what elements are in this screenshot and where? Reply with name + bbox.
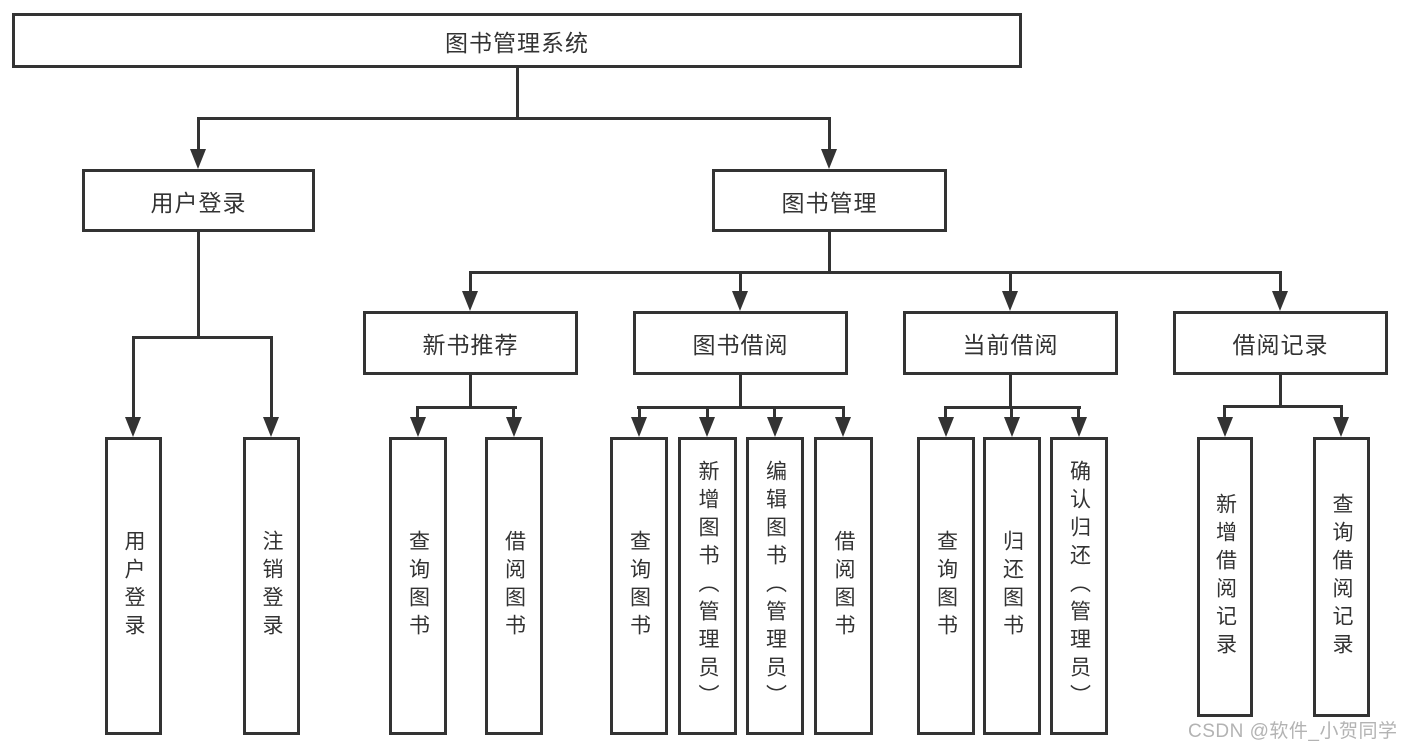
leaf-return-books: 归还图书 (983, 437, 1041, 735)
connector-stem (197, 232, 200, 339)
connector-stem (739, 375, 742, 409)
leaf-borrow-books: 借阅图书 (814, 437, 873, 735)
node-label: 当前借阅 (962, 332, 1059, 358)
connector-drop (1010, 406, 1013, 418)
connector-stem (1279, 375, 1282, 408)
leaf-query-books-current: 查询图书 (917, 437, 975, 735)
arrowhead-down-icon (410, 417, 426, 437)
node-label: 图书管理系统 (445, 29, 589, 56)
arrowhead-down-icon (1272, 291, 1288, 311)
leaf-label: 用户登录 (122, 530, 145, 642)
connector-drop (512, 406, 515, 418)
connector-stem (828, 232, 831, 274)
node-label: 图书管理 (781, 189, 878, 216)
connector-bar (637, 406, 845, 409)
node-label: 用户登录 (150, 189, 247, 216)
connector-drop (638, 406, 641, 418)
connector-bar (417, 406, 517, 409)
arrowhead-down-icon (767, 417, 783, 437)
connector-drop (944, 406, 947, 418)
node-label: 借阅记录 (1232, 332, 1329, 358)
leaf-borrow-books-recommend: 借阅图书 (485, 437, 543, 735)
connector-drop (773, 406, 776, 418)
arrowhead-down-icon (1333, 417, 1349, 437)
connector-drop (270, 336, 273, 418)
arrowhead-down-icon (938, 417, 954, 437)
leaf-label: 归还图书 (1000, 530, 1024, 642)
connector-drop (1340, 405, 1343, 418)
connector-bar (469, 271, 1282, 274)
leaf-add-books-admin: 新增图书（管理员） (678, 437, 737, 735)
leaf-logout: 注销登录 (243, 437, 300, 735)
node-book-borrowing: 图书借阅 (633, 311, 848, 375)
connector-drop (1279, 271, 1282, 294)
leaf-user-login: 用户登录 (105, 437, 162, 735)
connector-stem (469, 375, 472, 409)
arrowhead-down-icon (732, 291, 748, 311)
leaf-query-borrow-record: 查询借阅记录 (1313, 437, 1370, 717)
node-label: 图书借阅 (692, 332, 789, 358)
connector-bar (1223, 405, 1343, 408)
node-borrowing-records: 借阅记录 (1173, 311, 1388, 375)
connector-drop (469, 271, 472, 294)
csdn-watermark: CSDN @软件_小贺同学 (1188, 721, 1398, 742)
arrowhead-down-icon (1217, 417, 1233, 437)
leaf-label: 确认归还（管理员） (1067, 460, 1091, 712)
connector-drop (416, 406, 419, 418)
connector-stem (516, 68, 519, 120)
arrowhead-down-icon (631, 417, 647, 437)
leaf-add-borrow-record: 新增借阅记录 (1197, 437, 1253, 717)
node-root-library-system: 图书管理系统 (12, 13, 1022, 68)
connector-drop (706, 406, 709, 418)
arrowhead-down-icon (1004, 417, 1020, 437)
connector-drop (828, 117, 831, 150)
leaf-label: 查询借阅记录 (1330, 493, 1353, 661)
leaf-label: 借阅图书 (832, 530, 855, 642)
connector-drop (739, 271, 742, 294)
leaf-label: 注销登录 (260, 530, 283, 642)
arrowhead-down-icon (1002, 291, 1018, 311)
node-current-borrowing: 当前借阅 (903, 311, 1118, 375)
arrowhead-down-icon (835, 417, 851, 437)
connector-drop (842, 406, 845, 418)
node-label: 新书推荐 (422, 332, 519, 358)
node-user-login: 用户登录 (82, 169, 315, 232)
arrowhead-down-icon (821, 149, 837, 169)
connector-drop (197, 117, 200, 150)
connector-drop (132, 336, 135, 418)
connector-drop (1223, 405, 1226, 418)
leaf-label: 新增借阅记录 (1213, 493, 1237, 661)
arrowhead-down-icon (1071, 417, 1087, 437)
leaf-label: 查询图书 (627, 530, 651, 642)
connector-stem (1009, 375, 1012, 409)
leaf-label: 查询图书 (934, 530, 958, 642)
leaf-query-books-borrowing: 查询图书 (610, 437, 668, 735)
leaf-confirm-return-admin: 确认归还（管理员） (1050, 437, 1108, 735)
leaf-query-books-recommend: 查询图书 (389, 437, 447, 735)
arrowhead-down-icon (699, 417, 715, 437)
connector-drop (1077, 406, 1080, 418)
arrowhead-down-icon (506, 417, 522, 437)
leaf-label: 查询图书 (406, 530, 430, 642)
arrowhead-down-icon (190, 149, 206, 169)
connector-bar (197, 117, 831, 120)
node-book-management: 图书管理 (712, 169, 947, 232)
node-new-book-recommend: 新书推荐 (363, 311, 578, 375)
arrowhead-down-icon (462, 291, 478, 311)
connector-bar (132, 336, 273, 339)
leaf-label: 编辑图书（管理员） (763, 460, 787, 712)
leaf-label: 新增图书（管理员） (696, 460, 719, 712)
arrowhead-down-icon (125, 417, 141, 437)
connector-drop (1009, 271, 1012, 294)
leaf-edit-books-admin: 编辑图书（管理员） (746, 437, 804, 735)
leaf-label: 借阅图书 (502, 530, 526, 642)
arrowhead-down-icon (263, 417, 279, 437)
